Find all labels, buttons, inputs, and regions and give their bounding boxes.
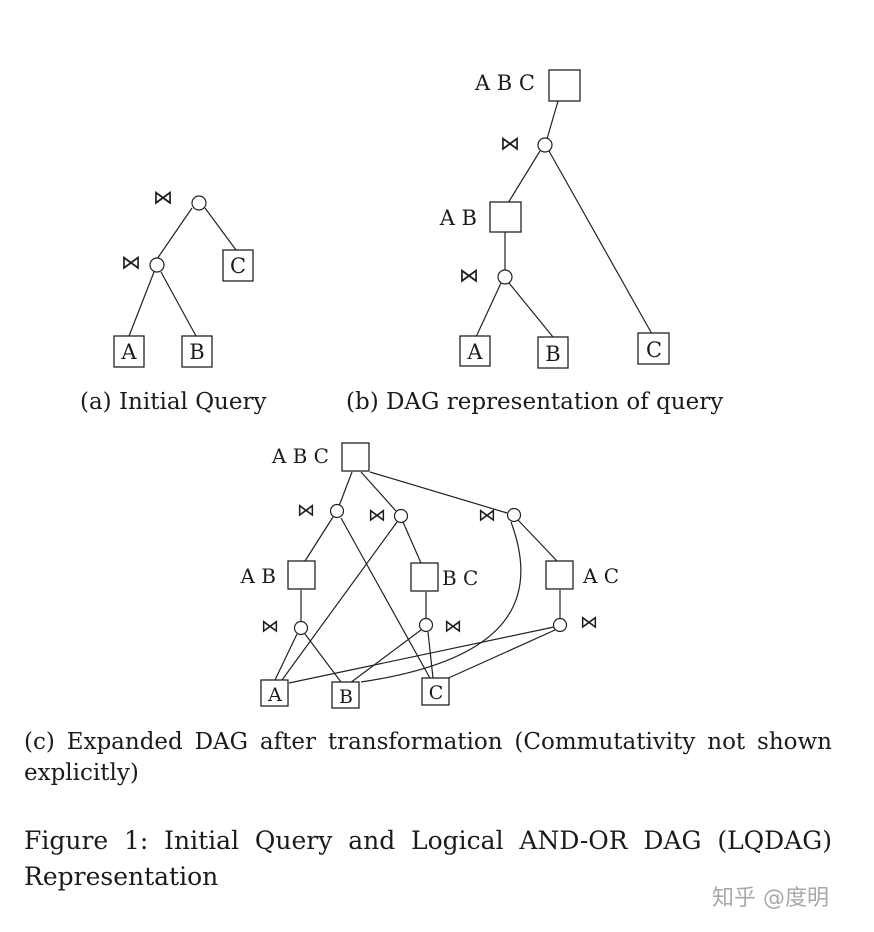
panel-a-initial-query: C A B ⋈ ⋈: [113, 185, 254, 368]
set-label-c-ab: A B: [240, 564, 277, 588]
caption-a: (a) Initial Query: [80, 389, 267, 415]
leaf-label-a-a: A: [120, 340, 137, 364]
join-node-c-ac: [552, 617, 568, 633]
join-symbol-icon: ⋈: [153, 185, 173, 209]
join-node-b-ab: [497, 269, 513, 285]
caption-c: (c) Expanded DAG after transformation (C…: [24, 729, 832, 786]
join-symbol-icon: ⋈: [500, 131, 520, 155]
join-node-a-root: [191, 195, 207, 211]
leaf-box-b-a: [459, 335, 491, 367]
join-node-c-3: [506, 507, 522, 523]
join-node-c-1: [329, 503, 345, 519]
leaf-label-a-b: B: [189, 340, 204, 364]
panel-c-expanded-dag: A B C A B B C A C A B C ⋈ ⋈ ⋈ ⋈ ⋈ ⋈: [240, 442, 619, 709]
join-symbol-icon: ⋈: [297, 500, 315, 521]
panel-b-dag: A B C A B A B C ⋈ ⋈: [439, 69, 670, 369]
leaf-label-c-c: C: [429, 682, 444, 704]
leaf-label-c-a: A: [267, 684, 282, 706]
set-box-c-abc: [341, 442, 370, 472]
set-label-c-bc: B C: [442, 566, 478, 590]
join-node-b-root: [537, 137, 553, 153]
leaf-box-b-c: [637, 332, 670, 365]
join-symbol-icon: ⋈: [368, 505, 386, 526]
join-symbol-icon: ⋈: [459, 263, 479, 287]
set-label-c-ac: A C: [582, 564, 619, 588]
set-label-b-ab: A B: [439, 206, 477, 230]
join-node-c-ab: [293, 620, 309, 636]
leaf-label-b-c: C: [646, 338, 662, 362]
join-node-a-ab: [149, 257, 165, 273]
join-symbol-icon: ⋈: [478, 505, 496, 526]
set-box-c-ab: [287, 560, 316, 590]
set-label-b-abc: A B C: [474, 71, 535, 95]
join-node-c-2: [393, 508, 409, 524]
leaf-box-c-c: [421, 677, 450, 706]
join-symbol-icon: ⋈: [444, 616, 462, 637]
watermark: 知乎 @度明: [712, 886, 829, 911]
set-box-b-ab: [489, 201, 522, 233]
leaf-box-a-b: [181, 335, 213, 368]
leaf-label-b-a: A: [466, 340, 483, 364]
join-symbol-icon: ⋈: [261, 616, 279, 637]
set-label-c-abc: A B C: [271, 444, 329, 468]
join-symbol-icon: ⋈: [580, 612, 598, 633]
leaf-label-a-c: C: [230, 254, 246, 278]
leaf-box-b-b: [537, 336, 569, 369]
caption-b: (b) DAG representation of query: [346, 389, 724, 415]
join-symbol-icon: ⋈: [121, 250, 141, 274]
join-node-c-bc: [418, 617, 434, 633]
leaf-box-c-b: [331, 681, 360, 709]
leaf-label-c-b: B: [339, 686, 353, 708]
set-box-c-ac: [545, 560, 574, 590]
figure-caption: Figure 1: Initial Query and Logical AND-…: [24, 826, 832, 891]
leaf-box-a-c: [222, 249, 254, 282]
set-box-c-bc: [410, 562, 439, 592]
leaf-box-a-a: [113, 335, 145, 368]
leaf-box-c-a: [260, 679, 289, 707]
set-box-b-abc: [548, 69, 581, 102]
leaf-label-b-b: B: [545, 342, 560, 366]
